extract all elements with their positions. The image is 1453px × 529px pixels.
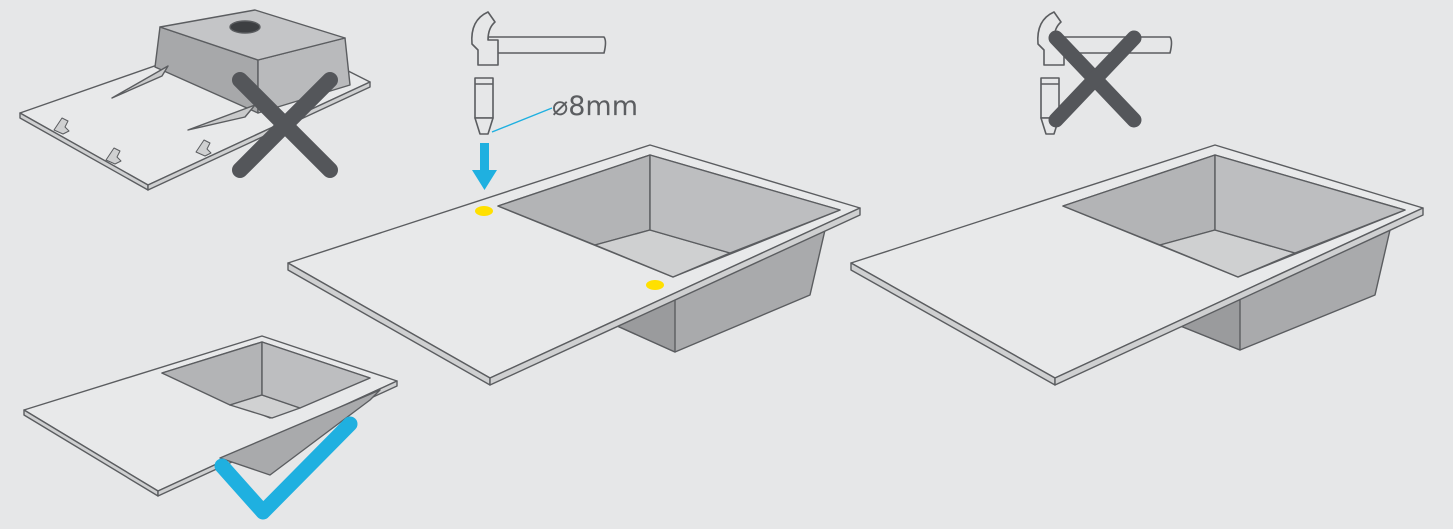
- check-icon: [214, 416, 358, 520]
- panel-sink-drilling: [287, 143, 861, 386]
- drain-hole: [229, 20, 261, 34]
- mounting-clip: [53, 117, 212, 165]
- panel-sink-no-hammer: [850, 144, 1424, 386]
- hammer-icon: [471, 11, 607, 66]
- down-arrow-icon: [472, 143, 497, 190]
- drill-point: [646, 280, 664, 290]
- punch-icon: [474, 77, 494, 135]
- cross-icon: [1048, 30, 1142, 128]
- cross-icon: [232, 72, 338, 178]
- panel-inverted-sink-with-clips: [19, 9, 371, 191]
- drill-diameter-label: ⌀8mm: [552, 91, 638, 122]
- drill-point: [475, 206, 493, 216]
- dimension-leader: [491, 107, 553, 133]
- panel-sink-correct-handling: [23, 335, 398, 520]
